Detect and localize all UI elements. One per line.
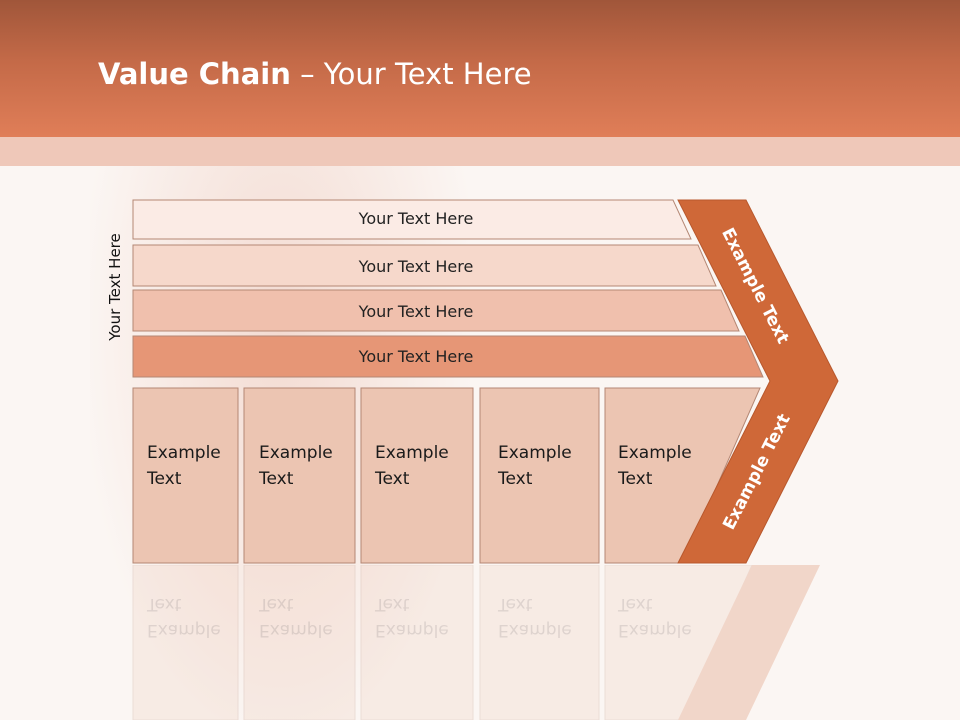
support-row-label: Your Text Here [358, 347, 474, 366]
primary-box-label: Example Text [498, 440, 572, 492]
label-line: Example [498, 443, 572, 463]
label-line: Example [618, 443, 692, 463]
page-title: Value Chain – Your Text Here [98, 54, 532, 94]
primary-box [243, 387, 356, 564]
label-line: Example [147, 443, 221, 463]
label-line: Text [498, 469, 533, 489]
label-line: Example [259, 443, 333, 463]
primary-box [479, 387, 600, 564]
support-row: Your Text Here [132, 335, 764, 378]
margin-arrow [677, 199, 839, 564]
header-bar [0, 0, 960, 137]
label-line: Text [147, 469, 182, 489]
primary-box [360, 387, 474, 564]
support-row-label: Your Text Here [358, 257, 474, 276]
support-row: Your Text Here [132, 199, 692, 240]
label-line: Text [375, 469, 410, 489]
primary-box [132, 387, 239, 564]
label-line: Text [618, 469, 653, 489]
primary-box-label: Example Text [618, 440, 692, 492]
support-row-label: Your Text Here [358, 302, 474, 321]
support-row-label: Your Text Here [358, 209, 474, 228]
label-line: Example [375, 443, 449, 463]
primary-box-label: Example Text [147, 440, 221, 492]
support-row: Your Text Here [132, 244, 717, 287]
support-row: Your Text Here [132, 289, 740, 332]
title-rest: – Your Text Here [290, 57, 532, 91]
header-band [0, 137, 960, 166]
primary-box-label: Example Text [375, 440, 449, 492]
title-bold: Value Chain [98, 57, 291, 91]
label-line: Text [259, 469, 294, 489]
primary-box-label: Example Text [259, 440, 333, 492]
